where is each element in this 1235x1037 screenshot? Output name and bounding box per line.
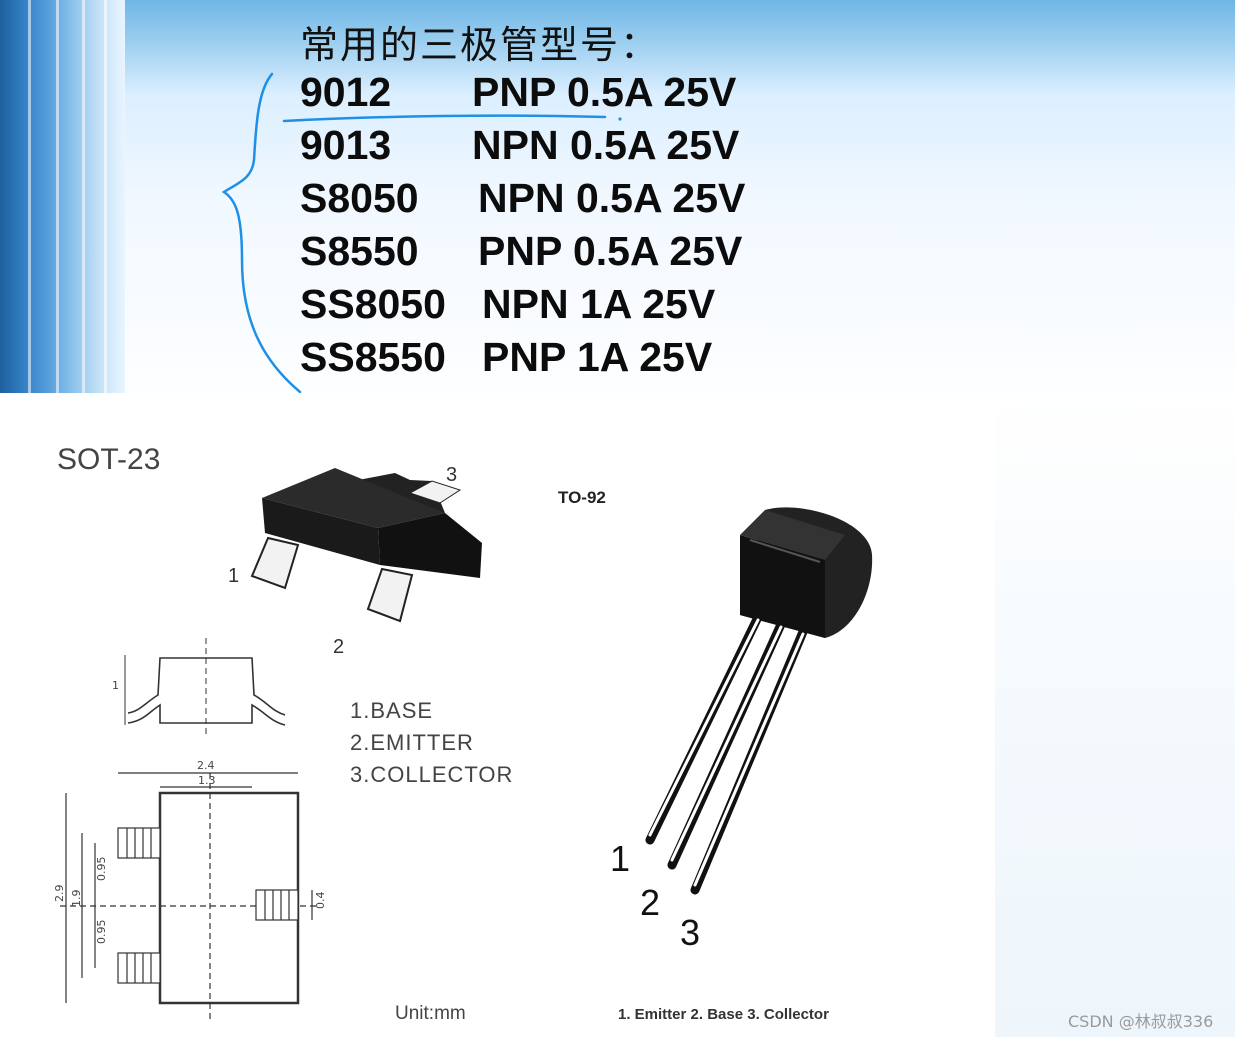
annotation-underline xyxy=(282,114,607,123)
model-row: 9013 NPN 0.5A 25V xyxy=(300,119,745,172)
handwritten-annotation xyxy=(221,72,622,394)
pin-legend-emitter: 2.EMITTER xyxy=(350,730,474,755)
model-spec: NPN 1A 25V xyxy=(482,281,716,327)
dim-length: 2.9 xyxy=(53,885,66,903)
unit-label: Unit:mm xyxy=(395,1003,466,1024)
slide-title: 常用的三极管型号： xyxy=(300,23,661,67)
model-row: SS8550 PNP 1A 25V xyxy=(300,331,745,384)
slide-side-bar xyxy=(0,0,125,395)
to92-leads-highlight xyxy=(648,618,805,887)
dim-lead: 0.4 xyxy=(314,892,327,910)
sot23-drawing: 1 2.4 1.3 2.9 1.9 0.95 0.95 0.4 xyxy=(53,468,482,1023)
model-part-number: SS8550 xyxy=(300,334,446,380)
to92-pin-legend: 1. Emitter 2. Base 3. Collector xyxy=(618,1006,829,1023)
model-part-number: S8550 xyxy=(300,228,419,274)
dim-half-pitch-top: 0.95 xyxy=(95,857,108,882)
sot23-pin-1-label: 1 xyxy=(228,565,240,587)
model-row: S8050 NPN 0.5A 25V xyxy=(300,172,745,225)
transistor-model-list: 9012 PNP 0.5A 25V 9013 NPN 0.5A 25V S805… xyxy=(300,66,745,384)
datasheet-panel xyxy=(0,393,995,1037)
model-row: 9012 PNP 0.5A 25V xyxy=(300,66,745,119)
model-spec: PNP 1A 25V xyxy=(482,334,713,380)
sot23-top-view xyxy=(60,772,320,1023)
dim-pitch: 1.9 xyxy=(70,890,83,908)
model-part-number: S8050 xyxy=(300,175,419,221)
dim-height: 1 xyxy=(112,679,119,692)
to92-drawing xyxy=(645,507,873,895)
to92-pin-3-label: 3 xyxy=(680,912,701,953)
model-spec: PNP 0.5A 25V xyxy=(478,228,743,274)
to92-leads xyxy=(645,608,810,895)
model-spec: NPN 0.5A 25V xyxy=(472,122,740,168)
model-row: SS8050 NPN 1A 25V xyxy=(300,278,745,331)
to92-pin-2-label: 2 xyxy=(640,882,661,923)
model-spec: NPN 0.5A 25V xyxy=(478,175,746,221)
dim-half-pitch-bottom: 0.95 xyxy=(95,920,108,945)
model-row: S8550 PNP 0.5A 25V xyxy=(300,225,745,278)
model-spec: PNP 0.5A 25V xyxy=(472,69,737,115)
sot23-pin-2-label: 2 xyxy=(333,636,345,658)
sot23-side-view xyxy=(124,638,286,738)
slide-right-margin xyxy=(995,393,1235,1037)
to92-title: TO-92 xyxy=(558,488,606,507)
annotation-dot xyxy=(618,117,622,121)
pin-legend-collector: 3.COLLECTOR xyxy=(350,762,514,787)
dim-width-outer: 2.4 xyxy=(197,759,215,772)
annotation-brace xyxy=(221,72,302,394)
model-part-number: 9013 xyxy=(300,122,392,168)
model-part-number: 9012 xyxy=(300,69,392,115)
to92-pin-1-label: 1 xyxy=(610,838,631,879)
csdn-watermark: CSDN @林叔叔336 xyxy=(1068,1012,1214,1031)
sot23-title: SOT-23 xyxy=(57,443,161,476)
sot23-3d-package xyxy=(250,468,482,623)
dim-width-body: 1.3 xyxy=(198,774,216,787)
pin-legend-base: 1.BASE xyxy=(350,698,434,723)
model-part-number: SS8050 xyxy=(300,281,446,327)
sot23-pin-3-label: 3 xyxy=(446,464,458,486)
to92-package xyxy=(740,507,873,638)
